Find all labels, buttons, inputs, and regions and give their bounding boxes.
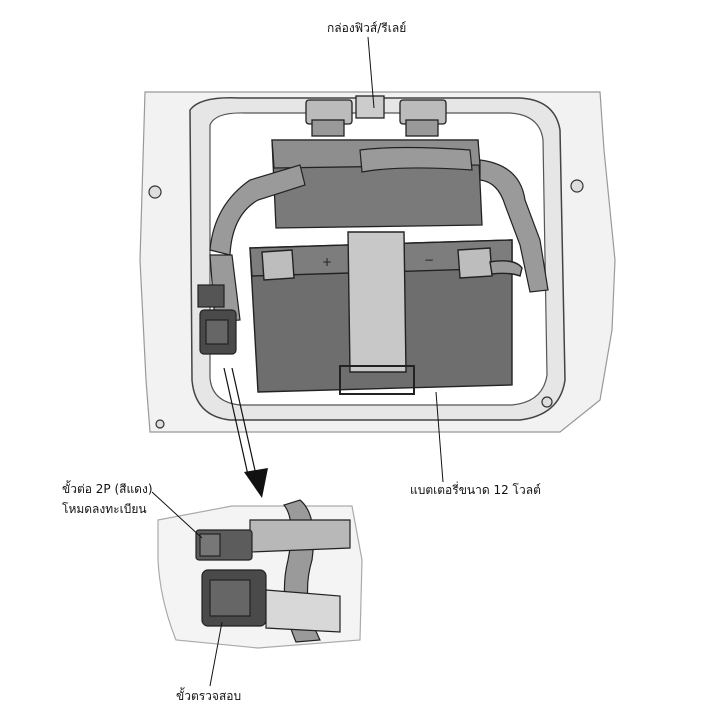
leader-lines (367, 36, 444, 483)
connector-label-line1: ขั้วต่อ 2P (สีแดง) (62, 482, 153, 496)
fuse-box-label: กล่องฟิวส์/รีเลย์ (327, 21, 407, 35)
detail-pointer (223, 367, 268, 498)
test-terminal-label: ขั้วตรวจสอบ (176, 689, 242, 703)
connector-label-line2: โหมดลงทะเบียน (62, 502, 147, 516)
detail-view (157, 499, 363, 649)
svg-text:−: − (424, 253, 434, 267)
connector-cluster (197, 284, 237, 355)
detail-leader-lines (151, 491, 223, 687)
battery-label: แบตเตอรี่ขนาด 12 โวลต์ (410, 483, 541, 497)
svg-text:+: + (322, 255, 332, 269)
battery: + − (249, 231, 523, 395)
